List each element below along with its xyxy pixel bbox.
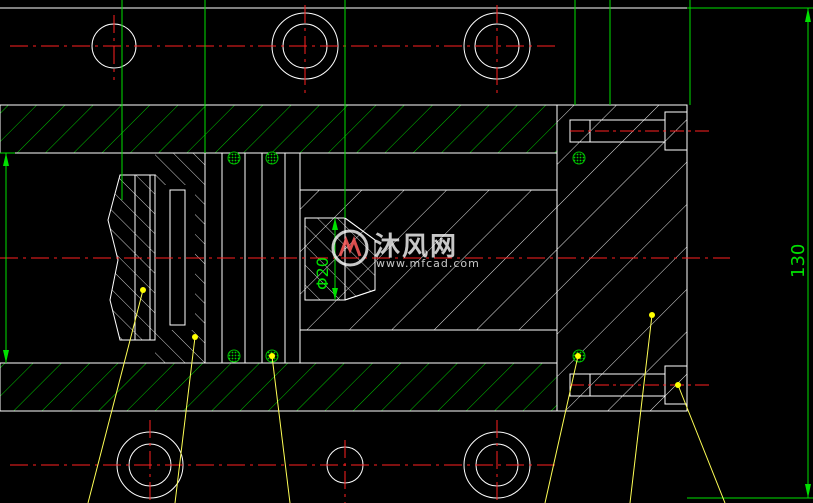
mfcad-logo-icon — [331, 229, 369, 267]
watermark: 沐风网 www.mfcad.com — [330, 226, 500, 274]
seals — [227, 151, 586, 363]
bolt-lower — [569, 365, 710, 405]
watermark-url: www.mfcad.com — [376, 257, 480, 270]
seal-3 — [227, 349, 241, 363]
upper-cylinder-wall — [0, 104, 558, 154]
bolts — [569, 111, 710, 405]
dim-height-label: 130 — [788, 244, 809, 278]
leader-dots — [140, 287, 681, 388]
dimension-arrows — [3, 8, 811, 498]
seal-2 — [265, 151, 279, 165]
seal-5 — [572, 151, 586, 165]
dim-diameter-label: Φ20 — [313, 257, 332, 290]
bolt-upper — [569, 111, 710, 151]
leader-lines — [87, 289, 726, 503]
seal-1 — [227, 151, 241, 165]
watermark-brand: 沐风网 — [374, 232, 459, 262]
lower-cylinder-wall — [0, 362, 558, 412]
